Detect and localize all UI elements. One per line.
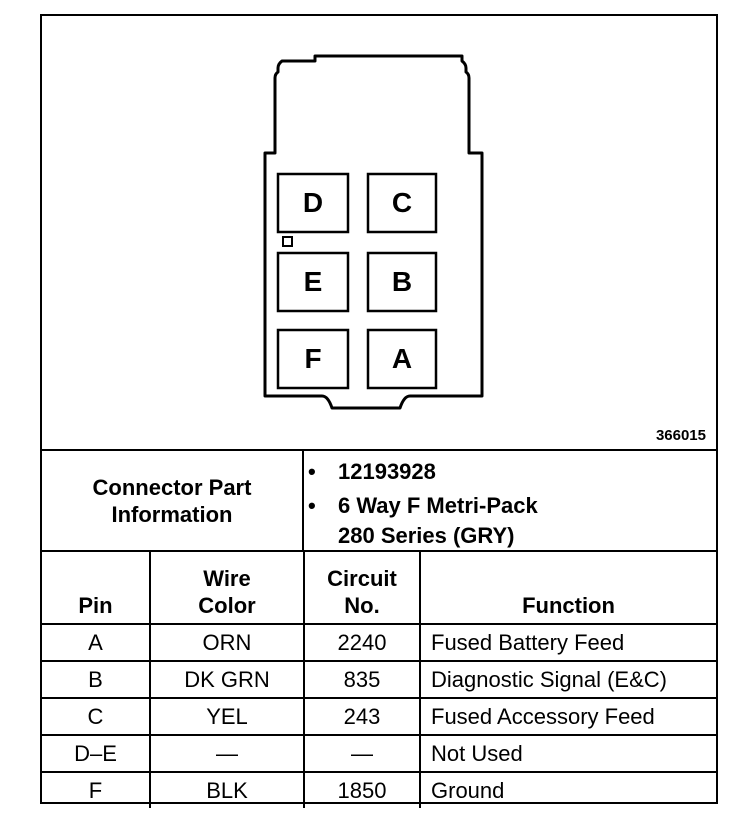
cell-function: Diagnostic Signal (E&C) <box>419 660 716 699</box>
header-circuit-line2: No. <box>344 593 380 618</box>
cell-circuit: 1850 <box>303 771 421 808</box>
connector-part-info: Connector Part Information • 12193928 • … <box>42 449 716 550</box>
bullet-icon: • <box>308 493 316 518</box>
description-item: • 6 Way F Metri-Pack <box>308 491 716 521</box>
table-header-row: Pin Wire Color Circuit No. Function <box>42 550 716 625</box>
cavity-label-d: D <box>302 187 324 218</box>
cavity-b-box <box>366 251 438 313</box>
connector-outline-drawing <box>263 54 484 410</box>
figure-number: 366015 <box>655 427 706 444</box>
cell-wire-color: BLK <box>149 771 305 808</box>
cell-wire-color: — <box>149 734 305 773</box>
cavity-label-e: E <box>303 266 323 297</box>
connector-info-label-line1: Connector Part <box>92 474 252 500</box>
bullet-icon: • <box>308 459 316 484</box>
cell-pin: A <box>42 623 151 662</box>
connector-diagram: D C E B F A 366015 <box>42 16 716 449</box>
cell-pin: B <box>42 660 151 699</box>
header-wire-color: Wire Color <box>149 550 305 625</box>
header-circuit-line1: Circuit <box>327 566 397 591</box>
cavity-c-box <box>366 172 438 234</box>
header-wire-color-line2: Color <box>198 593 256 618</box>
pin-one-marker <box>282 236 293 247</box>
cell-pin: F <box>42 771 151 808</box>
cavity-a-box <box>366 328 438 390</box>
connector-info-label: Connector Part Information <box>42 451 304 550</box>
cavity-e-box <box>276 251 350 313</box>
description-line2-row: 280 Series (GRY) <box>338 521 716 551</box>
cell-circuit: 243 <box>303 697 421 736</box>
table-row: D–E — — Not Used <box>42 734 716 773</box>
connector-frame: D C E B F A 366015 Connector Part Inform… <box>40 14 718 808</box>
cavity-label-b: B <box>391 266 413 297</box>
table-row: F BLK 1850 Ground <box>42 771 716 808</box>
cell-function: Fused Battery Feed <box>419 623 716 662</box>
header-circuit: Circuit No. <box>303 550 421 625</box>
cell-function: Ground <box>419 771 716 808</box>
cavity-d-box <box>276 172 350 234</box>
cell-function: Not Used <box>419 734 716 773</box>
connector-housing-outline <box>263 54 484 410</box>
header-pin: Pin <box>42 550 151 625</box>
cavity-f-box <box>276 328 350 390</box>
header-wire-color-line1: Wire <box>203 566 251 591</box>
table-row: C YEL 243 Fused Accessory Feed <box>42 697 716 736</box>
table-row: A ORN 2240 Fused Battery Feed <box>42 623 716 662</box>
pinout-table: Pin Wire Color Circuit No. Function A OR… <box>42 550 716 808</box>
description-line1: 6 Way F Metri-Pack <box>338 493 538 518</box>
cell-wire-color: YEL <box>149 697 305 736</box>
cell-wire-color: ORN <box>149 623 305 662</box>
description-line2: 280 Series (GRY) <box>338 523 515 548</box>
cell-function: Fused Accessory Feed <box>419 697 716 736</box>
part-number-item: • 12193928 <box>308 457 716 487</box>
header-function: Function <box>419 550 716 625</box>
cell-pin: C <box>42 697 151 736</box>
cell-circuit: 835 <box>303 660 421 699</box>
connector-info-label-line2: Information <box>111 501 233 527</box>
table-row: B DK GRN 835 Diagnostic Signal (E&C) <box>42 660 716 699</box>
cavity-label-c: C <box>391 187 413 218</box>
cell-circuit: — <box>303 734 421 773</box>
part-number: 12193928 <box>338 459 436 484</box>
cavity-label-f: F <box>304 343 322 374</box>
cell-wire-color: DK GRN <box>149 660 305 699</box>
cavity-label-a: A <box>391 343 413 374</box>
cell-pin: D–E <box>42 734 151 773</box>
connector-info-details: • 12193928 • 6 Way F Metri-Pack 280 Seri… <box>304 451 716 550</box>
cell-circuit: 2240 <box>303 623 421 662</box>
